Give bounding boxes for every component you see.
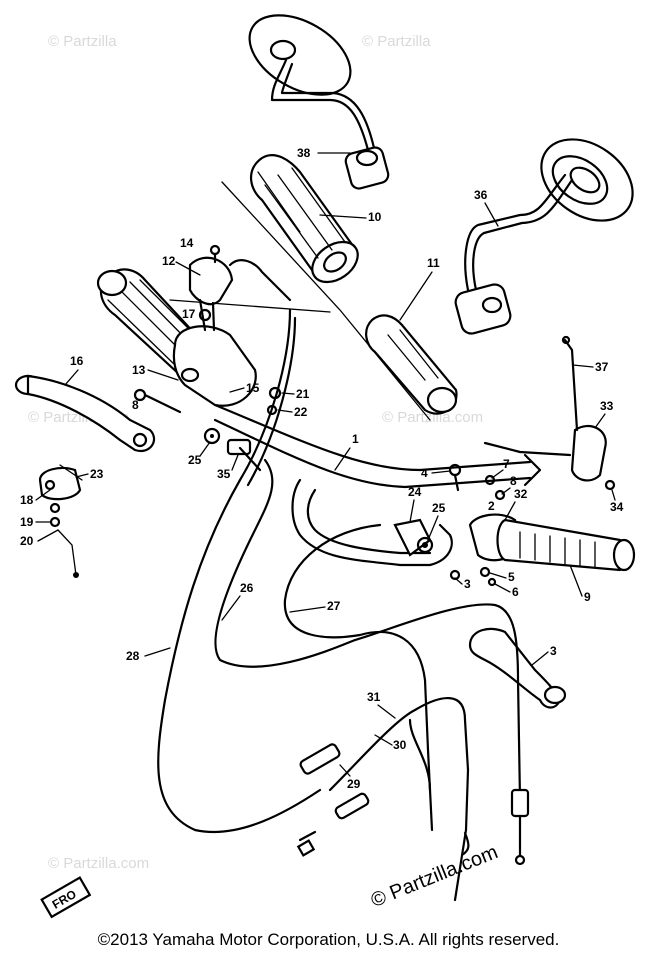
callout-18: 18 bbox=[20, 493, 34, 507]
callout-2: 2 bbox=[488, 499, 495, 513]
watermark-mid-right: © Partzilla.com bbox=[382, 409, 483, 426]
control-cables bbox=[157, 308, 530, 902]
callout-20: 20 bbox=[20, 534, 34, 548]
callout-23: 23 bbox=[90, 467, 104, 481]
callout-33: 33 bbox=[600, 399, 614, 413]
callout-32: 32 bbox=[514, 487, 528, 501]
callout-4: 4 bbox=[421, 466, 428, 480]
callout-25-left: 25 bbox=[188, 453, 202, 467]
callout-1: 1 bbox=[352, 432, 359, 446]
callout-17: 17 bbox=[182, 307, 196, 321]
mirror-right bbox=[454, 138, 634, 335]
callout-12: 12 bbox=[162, 254, 176, 268]
callout-15: 15 bbox=[246, 381, 260, 395]
callout-37: 37 bbox=[595, 360, 609, 374]
left-grip-assembly bbox=[96, 256, 292, 407]
callout-21: 21 bbox=[296, 387, 310, 401]
callout-25-right: 25 bbox=[432, 501, 446, 515]
callout-26: 26 bbox=[240, 581, 254, 595]
choke-lever-assembly bbox=[38, 464, 83, 578]
callout-labels: 38 10 36 11 14 12 17 13 15 21 22 16 8 25… bbox=[20, 146, 624, 791]
throttle-sleeve bbox=[365, 314, 458, 415]
callout-31: 31 bbox=[367, 690, 381, 704]
watermark-lower-left: © Partzilla.com bbox=[48, 855, 149, 872]
callout-7: 7 bbox=[503, 457, 510, 471]
callout-9: 9 bbox=[584, 590, 591, 604]
callout-8-left: 8 bbox=[132, 398, 139, 412]
callout-8-right: 8 bbox=[510, 474, 517, 488]
callout-35: 35 bbox=[217, 467, 231, 481]
callout-24: 24 bbox=[408, 485, 422, 499]
callout-29: 29 bbox=[347, 777, 361, 791]
callout-36: 36 bbox=[474, 188, 488, 202]
callout-38: 38 bbox=[297, 146, 311, 160]
callout-28: 28 bbox=[126, 649, 140, 663]
bar-switch bbox=[393, 518, 434, 557]
spare-grip bbox=[250, 154, 359, 284]
callout-10: 10 bbox=[368, 210, 382, 224]
right-grip-assembly bbox=[448, 335, 636, 587]
callout-13: 13 bbox=[132, 363, 146, 377]
callout-3-bar: 3 bbox=[464, 577, 471, 591]
callout-3-lever: 3 bbox=[550, 644, 557, 658]
callout-27: 27 bbox=[327, 599, 341, 613]
group-bracket bbox=[169, 181, 431, 421]
callout-30: 30 bbox=[393, 738, 407, 752]
mirror-left bbox=[248, 14, 390, 190]
clutch-lever bbox=[14, 374, 156, 453]
front-direction-badge: FRO bbox=[40, 876, 92, 919]
callout-34: 34 bbox=[610, 500, 624, 514]
callout-22: 22 bbox=[294, 405, 308, 419]
callout-16: 16 bbox=[70, 354, 84, 368]
handlebar bbox=[213, 403, 542, 567]
copyright-footer: ©2013 Yamaha Motor Corporation, U.S.A. A… bbox=[97, 930, 560, 949]
watermark-top-left: © Partzilla bbox=[48, 33, 117, 50]
callout-19: 19 bbox=[20, 515, 34, 529]
callout-6: 6 bbox=[512, 585, 519, 599]
watermark-top-right: © Partzilla bbox=[362, 33, 431, 50]
callout-5: 5 bbox=[508, 570, 515, 584]
watermark-lower-right: © Partzilla.com bbox=[368, 841, 501, 912]
callout-11: 11 bbox=[427, 256, 440, 270]
brake-lever bbox=[468, 627, 567, 709]
left-hardware bbox=[133, 244, 282, 456]
callout-14: 14 bbox=[180, 236, 194, 250]
